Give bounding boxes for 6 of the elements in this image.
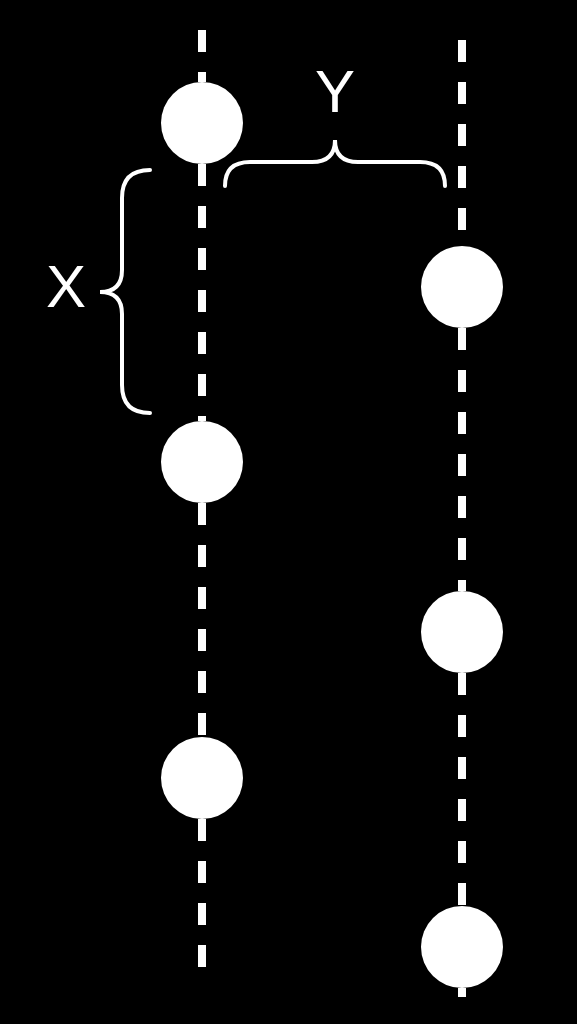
dimension-label: X bbox=[46, 257, 86, 317]
dimension-label: Y bbox=[315, 62, 355, 122]
dashed-line bbox=[198, 164, 206, 421]
dashed-line bbox=[458, 328, 466, 591]
dashed-line bbox=[198, 503, 206, 737]
dashed-line bbox=[458, 673, 466, 906]
